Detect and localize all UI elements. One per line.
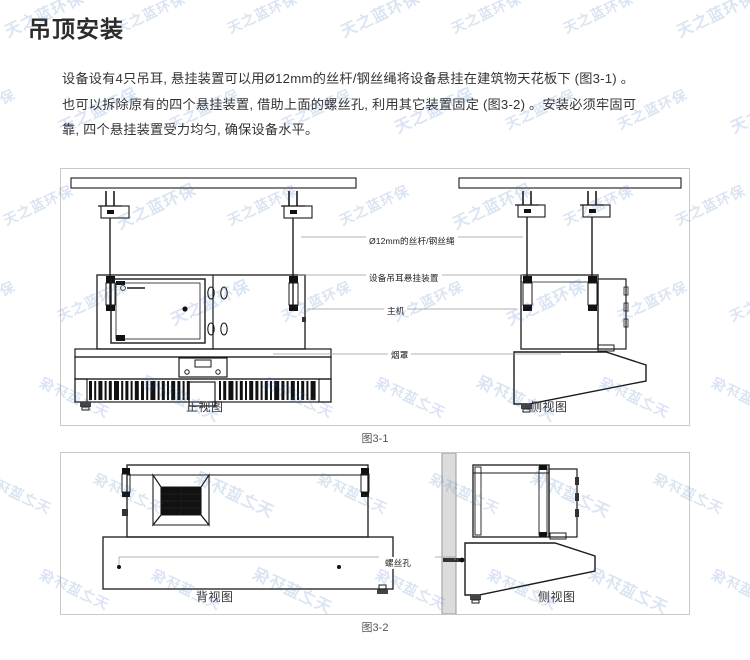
side-motor-housing: [597, 278, 627, 350]
back-view-assembly: [102, 464, 394, 594]
hood-top-band: [74, 348, 332, 358]
callout-leaders-2: [118, 556, 456, 565]
access-door-panel: [110, 278, 206, 344]
callout-hood-label: 烟罩: [388, 349, 412, 361]
figure-3-1-drawing: [70, 177, 682, 413]
hood-foot-left: [80, 402, 91, 407]
screw-hole-left: [117, 565, 121, 569]
side2-unit-body: [472, 464, 550, 538]
back-hood-box: [102, 536, 394, 590]
front-view-assembly: [74, 191, 332, 411]
wall-divider-column: [441, 453, 457, 614]
callout-rod-label: Ø12mm的丝杆/钢丝绳: [366, 235, 458, 247]
side-unit-body: [520, 274, 599, 350]
figure-3-2-side-view-label: 侧视图: [538, 590, 576, 604]
door-hinges: [207, 286, 228, 336]
callout-screw-hole-label: 螺丝孔: [382, 557, 415, 569]
paragraph-line: 设备设有4只吊耳, 悬挂装置可以用Ø12mm的丝杆/钢丝绳将设备悬挂在建筑物天花…: [62, 71, 635, 86]
figure-3-2-drawing: [102, 453, 596, 614]
side-ceiling-anchor-left: [515, 191, 546, 279]
side-hood-profile: [513, 351, 647, 405]
main-unit-body: [96, 274, 306, 350]
screw-hole-right: [337, 565, 341, 569]
side-view-assembly: [513, 191, 647, 413]
exhaust-duct-collar: [151, 473, 211, 527]
figure-3-2-caption: 图3-2: [361, 622, 389, 634]
ceiling-anchor-right: [281, 191, 313, 310]
figure-3-2-back-view-label: 背视图: [196, 590, 234, 604]
callout-main-unit-label: 主机: [384, 305, 408, 317]
paragraph-line: 靠, 四个悬挂装置受力均匀, 确保设备水平。: [62, 122, 319, 137]
callout-hanger-label: 设备吊耳悬挂装置: [366, 272, 442, 284]
ceiling-anchor-left: [98, 191, 130, 310]
side2-hood-profile: [464, 542, 596, 596]
ceiling-slab-side: [458, 177, 682, 189]
figure-3-1-front-view-label: 正视图: [186, 400, 224, 414]
figure-3-2-frame: [60, 452, 690, 615]
back-hanger-brackets: [121, 468, 370, 516]
side-view-2-assembly: [443, 464, 596, 604]
hanger-bracket-right: [288, 276, 299, 311]
figure-3-1-side-view-label: 侧视图: [530, 400, 568, 414]
paragraph-line: 也可以拆除原有的四个悬挂装置, 借助上面的螺丝孔, 利用其它装置固定 (图3-2…: [62, 96, 637, 112]
hood-grease-cup: [188, 381, 216, 407]
side-hanger-brackets: [522, 276, 598, 311]
wall-mount-bracket: [443, 558, 461, 562]
side2-motor-housing: [548, 468, 578, 538]
page-title: 吊顶安装: [28, 16, 124, 42]
figure-3-1-caption: 图3-1: [361, 433, 389, 445]
ceiling-slab-front: [70, 177, 357, 189]
instruction-paragraph: 设备设有4只吊耳, 悬挂装置可以用Ø12mm的丝杆/钢丝绳将设备悬挂在建筑物天花…: [62, 66, 722, 143]
side-ceiling-anchor-right: [580, 191, 611, 279]
louver-slats: [89, 381, 316, 400]
figure-3-1-frame: [60, 168, 690, 426]
control-panel: [178, 357, 228, 378]
callout-leaders: [273, 236, 561, 355]
